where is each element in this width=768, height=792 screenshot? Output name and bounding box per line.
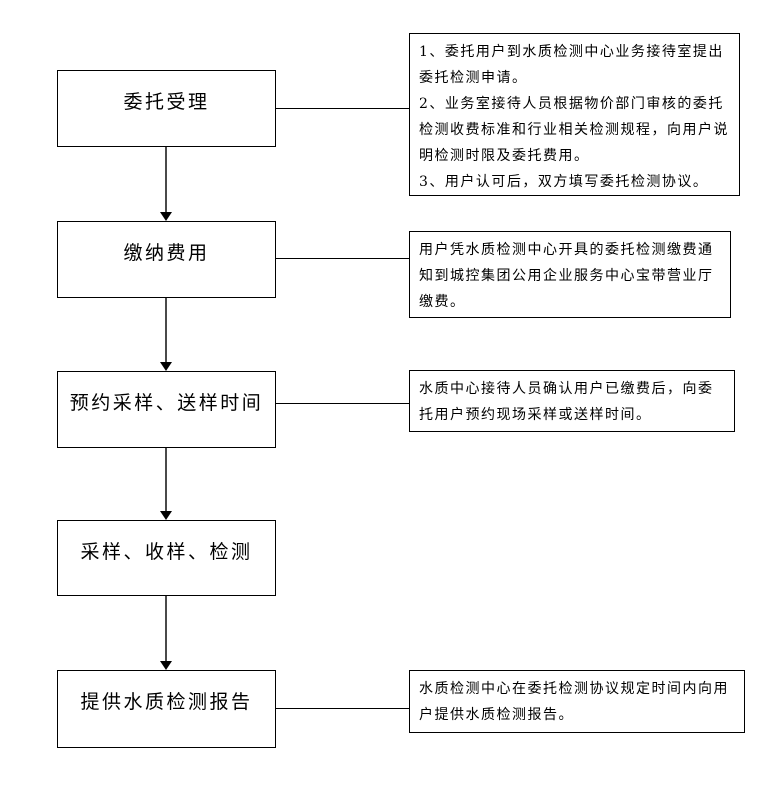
- flow-arrow-line-1: [165, 147, 167, 212]
- note-box-report: 水质检测中心在委托检测协议规定时间内向用户提供水质检测报告。: [409, 670, 745, 733]
- flow-arrow-line-3: [165, 448, 167, 511]
- note-text: 2、业务室接待人员根据物价部门审核的委托检测收费标准和行业相关检测规程，向用户说…: [419, 96, 729, 164]
- connector-line-accept: [276, 108, 409, 109]
- flow-arrow-line-4: [165, 596, 167, 661]
- step-box-accept: 委托受理: [57, 70, 276, 147]
- arrowhead-down-icon: [160, 212, 172, 221]
- step-box-schedule: 预约采样、送样时间: [57, 371, 276, 448]
- note-text: 水质中心接待人员确认用户已缴费后，向委托用户预约现场采样或送样时间。: [419, 381, 714, 423]
- connector-line-schedule: [276, 403, 409, 404]
- connector-line-pay: [276, 258, 409, 259]
- step-label: 采样、收样、检测: [80, 541, 253, 563]
- flow-arrow-line-2: [165, 298, 167, 362]
- step-label: 预约采样、送样时间: [69, 392, 264, 414]
- step-box-report: 提供水质检测报告: [57, 670, 276, 748]
- step-label: 提供水质检测报告: [80, 691, 253, 713]
- note-text: 3、用户认可后，双方填写委托检测协议。: [419, 174, 709, 190]
- note-text: 1、委托用户到水质检测中心业务接待室提出委托检测申请。: [419, 44, 724, 86]
- step-label: 委托受理: [123, 91, 210, 113]
- note-box-accept: 1、委托用户到水质检测中心业务接待室提出委托检测申请。 2、业务室接待人员根据物…: [409, 33, 740, 196]
- arrowhead-down-icon: [160, 661, 172, 670]
- note-text: 水质检测中心在委托检测协议规定时间内向用户提供水质检测报告。: [419, 681, 729, 723]
- step-box-sampling: 采样、收样、检测: [57, 520, 276, 596]
- note-box-schedule: 水质中心接待人员确认用户已缴费后，向委托用户预约现场采样或送样时间。: [409, 370, 735, 432]
- note-box-pay: 用户凭水质检测中心开具的委托检测缴费通知到城控集团公用企业服务中心宝带营业厅缴费…: [409, 231, 731, 318]
- step-box-pay: 缴纳费用: [57, 221, 276, 298]
- connector-line-report: [276, 708, 409, 709]
- arrowhead-down-icon: [160, 511, 172, 520]
- arrowhead-down-icon: [160, 362, 172, 371]
- step-label: 缴纳费用: [123, 242, 210, 264]
- note-text: 用户凭水质检测中心开具的委托检测缴费通知到城控集团公用企业服务中心宝带营业厅缴费…: [419, 242, 714, 310]
